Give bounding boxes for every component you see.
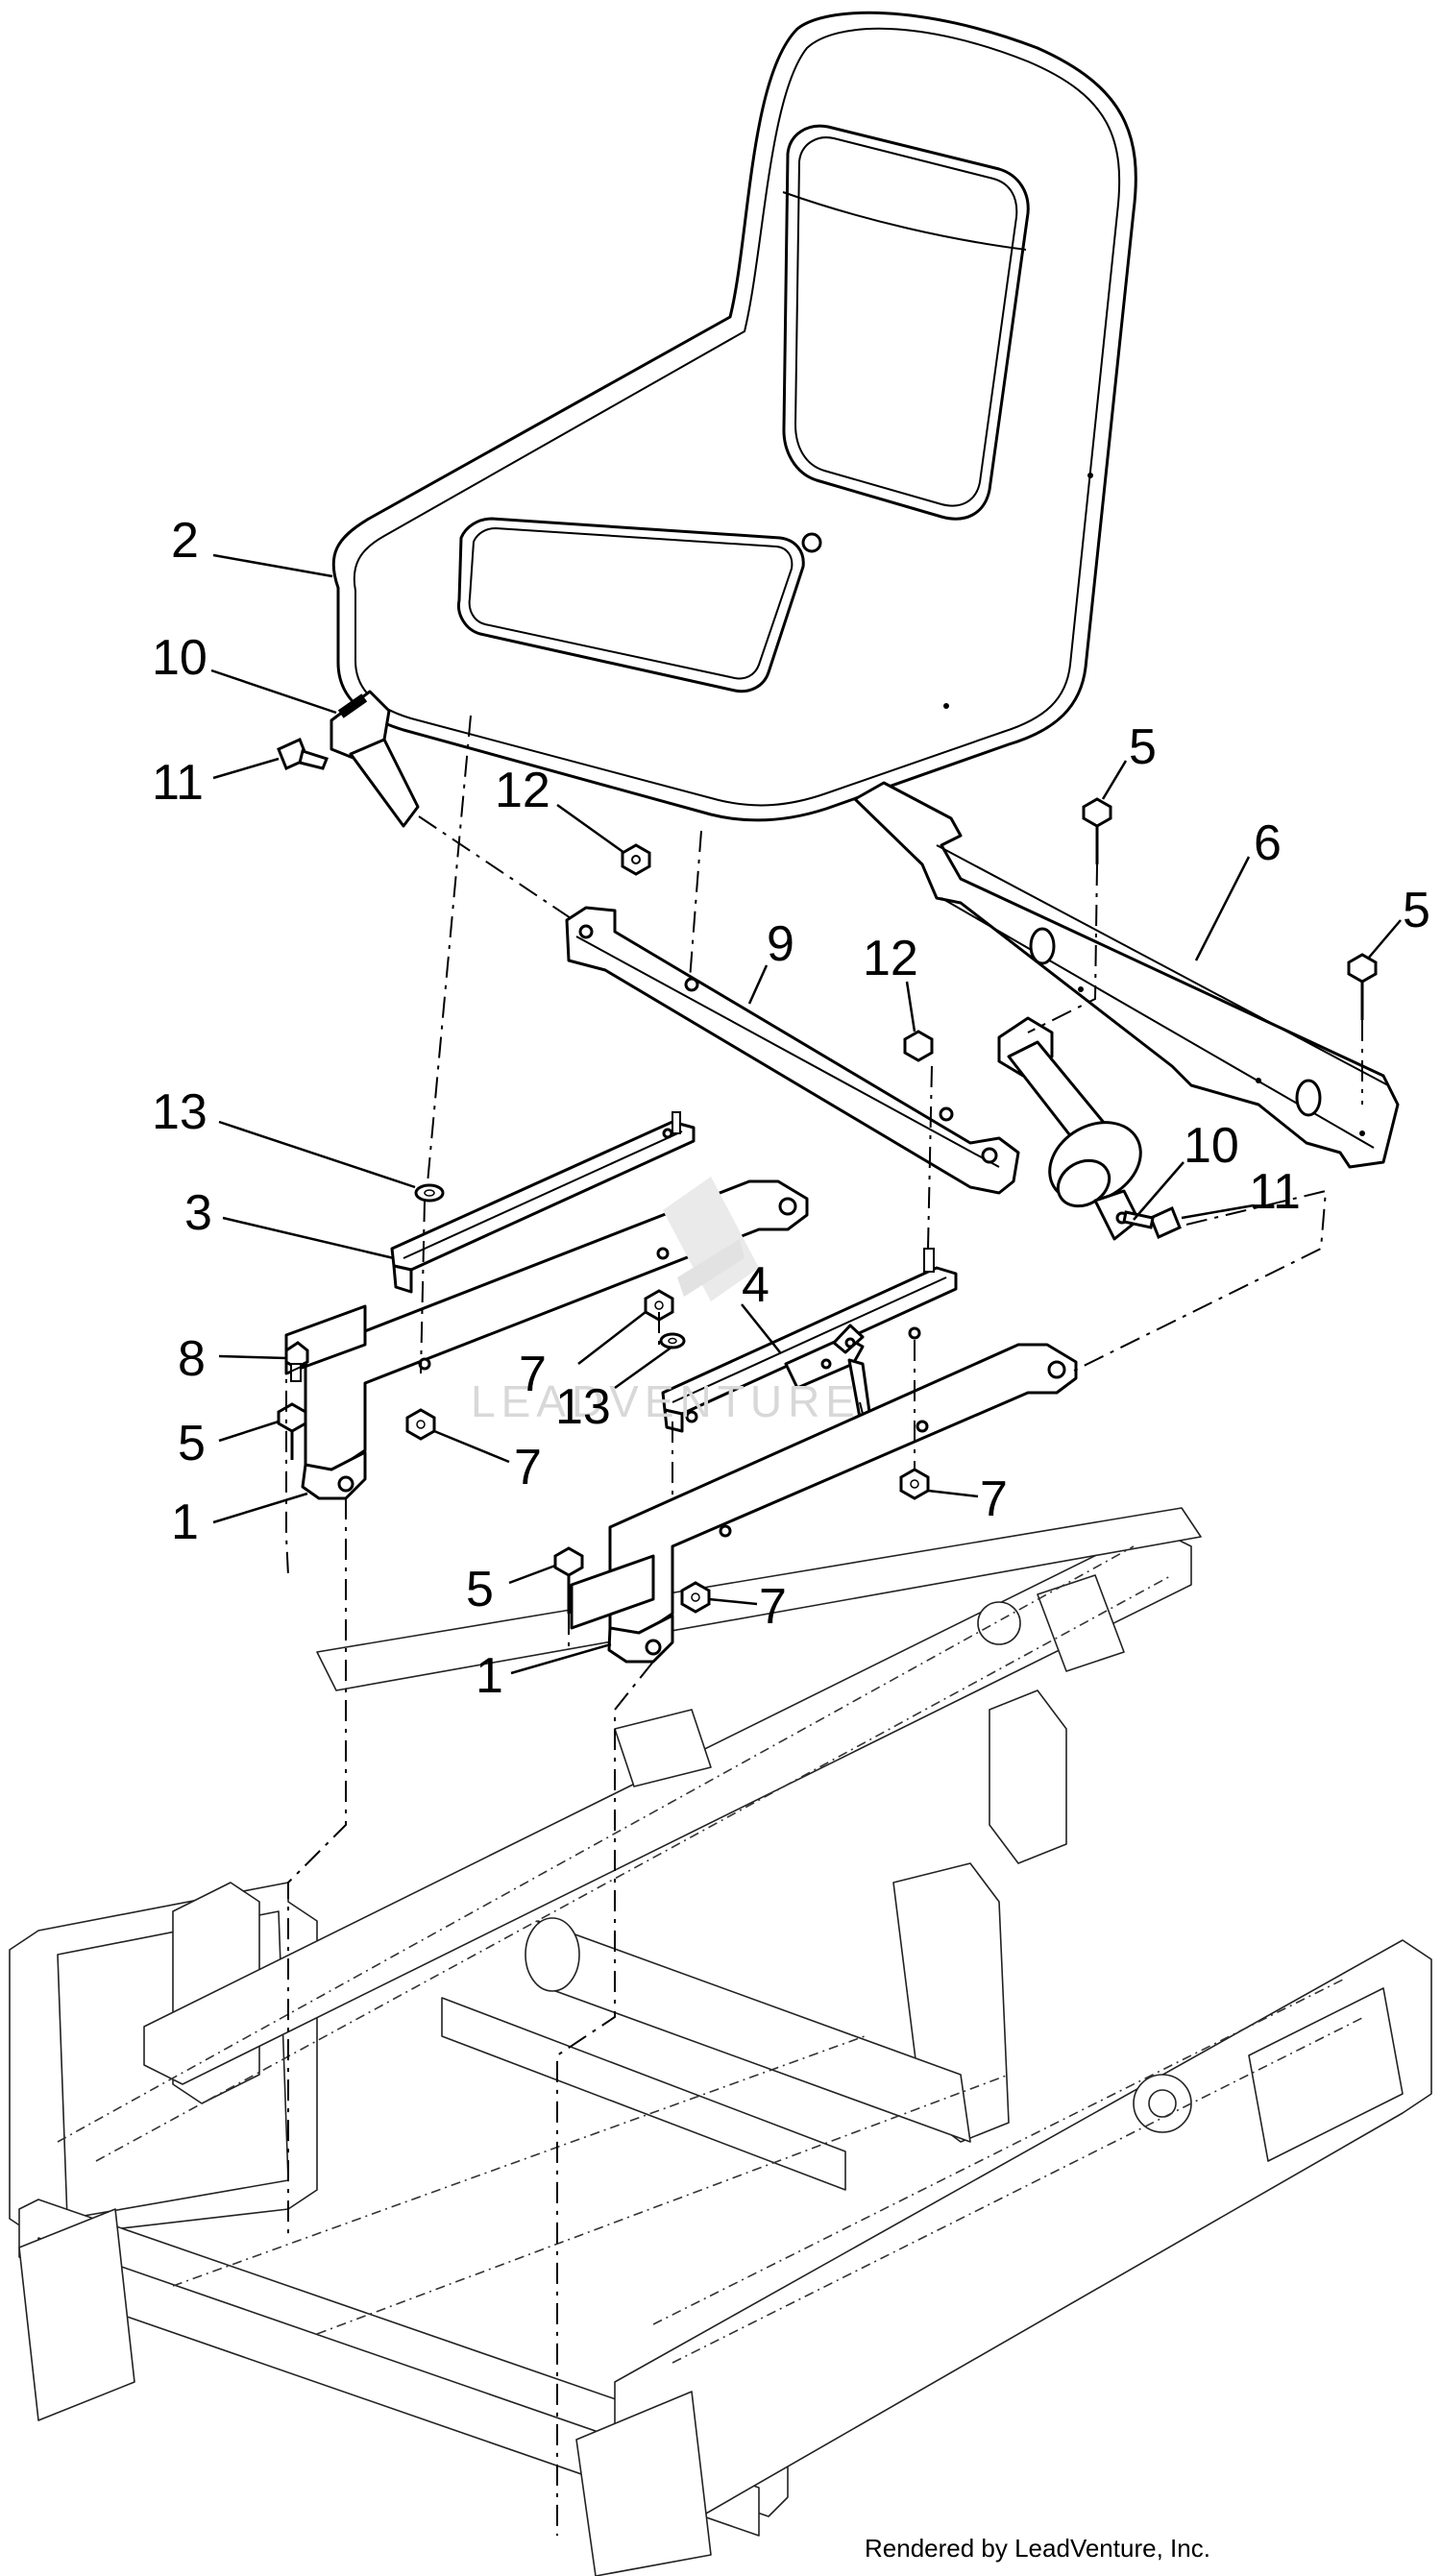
callout-3: 3 (184, 1185, 212, 1241)
callout-4: 4 (742, 1257, 769, 1313)
callouts: 2 10 11 12 5 6 5 9 12 13 10 11 3 (152, 513, 1430, 1704)
assembly-center-lines (285, 715, 1363, 2536)
callout-1-right: 1 (476, 1648, 503, 1704)
callout-1-left: 1 (171, 1495, 199, 1550)
callout-11-left: 11 (152, 755, 204, 811)
washer-13-right (659, 1332, 686, 1349)
bolt-5-center (553, 1546, 584, 1614)
nut-7-d (680, 1581, 711, 1614)
callout-10-buckle: 10 (152, 630, 208, 686)
callout-5-left: 5 (178, 1416, 206, 1471)
seat (331, 11, 1137, 822)
callout-6: 6 (1254, 815, 1282, 871)
callout-9: 9 (767, 916, 794, 972)
callout-2: 2 (171, 513, 199, 569)
seat-slide-rail-right (661, 1248, 958, 1433)
footer-credit: Rendered by LeadVenture, Inc. (865, 2534, 1210, 2563)
callout-5-bar-left: 5 (1129, 719, 1157, 775)
callout-13-right: 13 (555, 1379, 611, 1435)
callout-8: 8 (178, 1331, 206, 1387)
bolt-5-bar-right (1347, 953, 1378, 1020)
seat-support-bar (853, 781, 1400, 1169)
callout-12-right: 12 (863, 931, 918, 986)
callout-12-left: 12 (495, 763, 550, 818)
watermark: LEADVENTURE (471, 1177, 861, 1426)
nut-12-right (903, 1030, 934, 1062)
callout-11-right: 11 (1249, 1164, 1301, 1220)
callout-5-center: 5 (466, 1562, 494, 1617)
nut-7-c (899, 1468, 930, 1500)
nut-12-left (621, 843, 651, 876)
watermark-text: LEADVENTURE (471, 1376, 861, 1426)
bolt-8 (284, 1341, 309, 1382)
seat-bracket (565, 906, 1020, 1195)
seat-mount-plate-right (570, 1343, 1078, 1664)
bolt-5-left (277, 1402, 307, 1460)
callout-7-c: 7 (980, 1471, 1008, 1527)
bolt-11-left (277, 737, 329, 771)
callout-13-left: 13 (152, 1084, 208, 1140)
callout-7-d: 7 (759, 1579, 787, 1635)
seat-belt-buckle (330, 690, 420, 828)
bolt-11-right (1122, 1205, 1182, 1240)
bolt-5-bar-left (1082, 797, 1112, 864)
mower-frame (9, 1507, 1432, 2576)
seat-belt-retractor (997, 1016, 1142, 1241)
washer-13-left (414, 1183, 445, 1203)
seat-slide-rail-left (390, 1111, 696, 1294)
callout-7-a: 7 (519, 1347, 547, 1402)
callout-7-b: 7 (514, 1440, 542, 1495)
nut-7-b (405, 1408, 436, 1441)
callout-5-bar-right: 5 (1403, 883, 1430, 938)
callout-10-retractor: 10 (1184, 1118, 1239, 1174)
